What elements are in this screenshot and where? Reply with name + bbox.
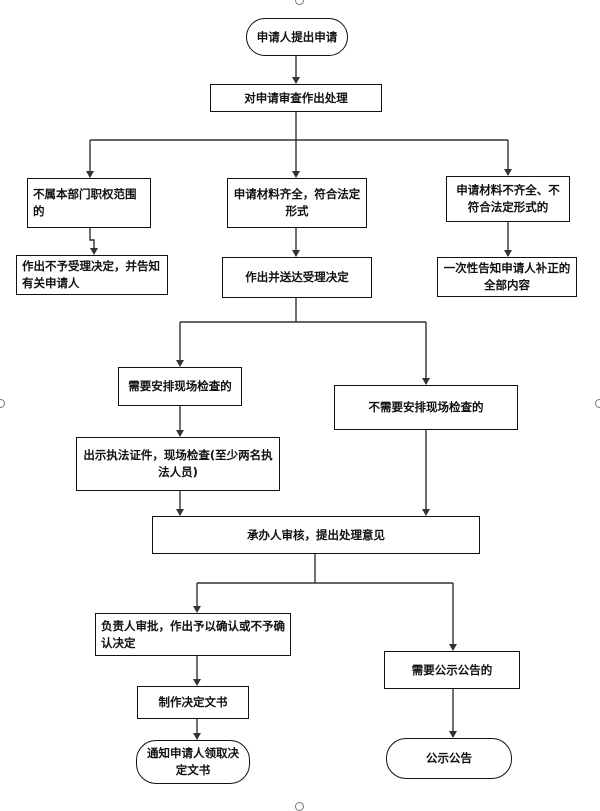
node-no-inspection: 不需要安排现场检查的 xyxy=(334,385,518,430)
arrow-not-in-scope-reject xyxy=(89,228,98,255)
node-make-doc: 制作决定文书 xyxy=(137,686,249,719)
resize-handle-right[interactable] xyxy=(595,399,600,408)
node-one-time-notice: 一次性告知申请人补正的全部内容 xyxy=(437,257,577,297)
resize-handle-top[interactable] xyxy=(295,0,304,5)
node-handler-review: 承办人审核，提出处理意见 xyxy=(152,516,480,554)
node-reject-notify: 作出不予受理决定，并告知有关申请人 xyxy=(16,255,168,295)
node-show-cert: 出示执法证件，现场检查(至少两名执法人员) xyxy=(76,437,280,491)
node-incomplete: 申请材料不齐全、不符合法定形式的 xyxy=(446,176,570,222)
node-leader-approve: 负责人审批，作出予以确认或不予确认决定 xyxy=(95,613,291,656)
node-review: 对申请审查作出处理 xyxy=(210,84,382,112)
resize-handle-left[interactable] xyxy=(0,399,5,408)
node-publish: 公示公告 xyxy=(386,738,512,779)
node-not-in-scope: 不属本部门职权范围的 xyxy=(27,178,151,228)
node-accept: 作出并送达受理决定 xyxy=(222,257,372,298)
node-complete: 申请材料齐全，符合法定形式 xyxy=(227,178,367,228)
node-need-publish: 需要公示公告的 xyxy=(384,651,520,689)
node-start: 申请人提出申请 xyxy=(246,18,348,56)
node-need-inspection: 需要安排现场检查的 xyxy=(118,367,242,406)
node-notify-collect: 通知申请人领取决定文书 xyxy=(136,740,250,784)
